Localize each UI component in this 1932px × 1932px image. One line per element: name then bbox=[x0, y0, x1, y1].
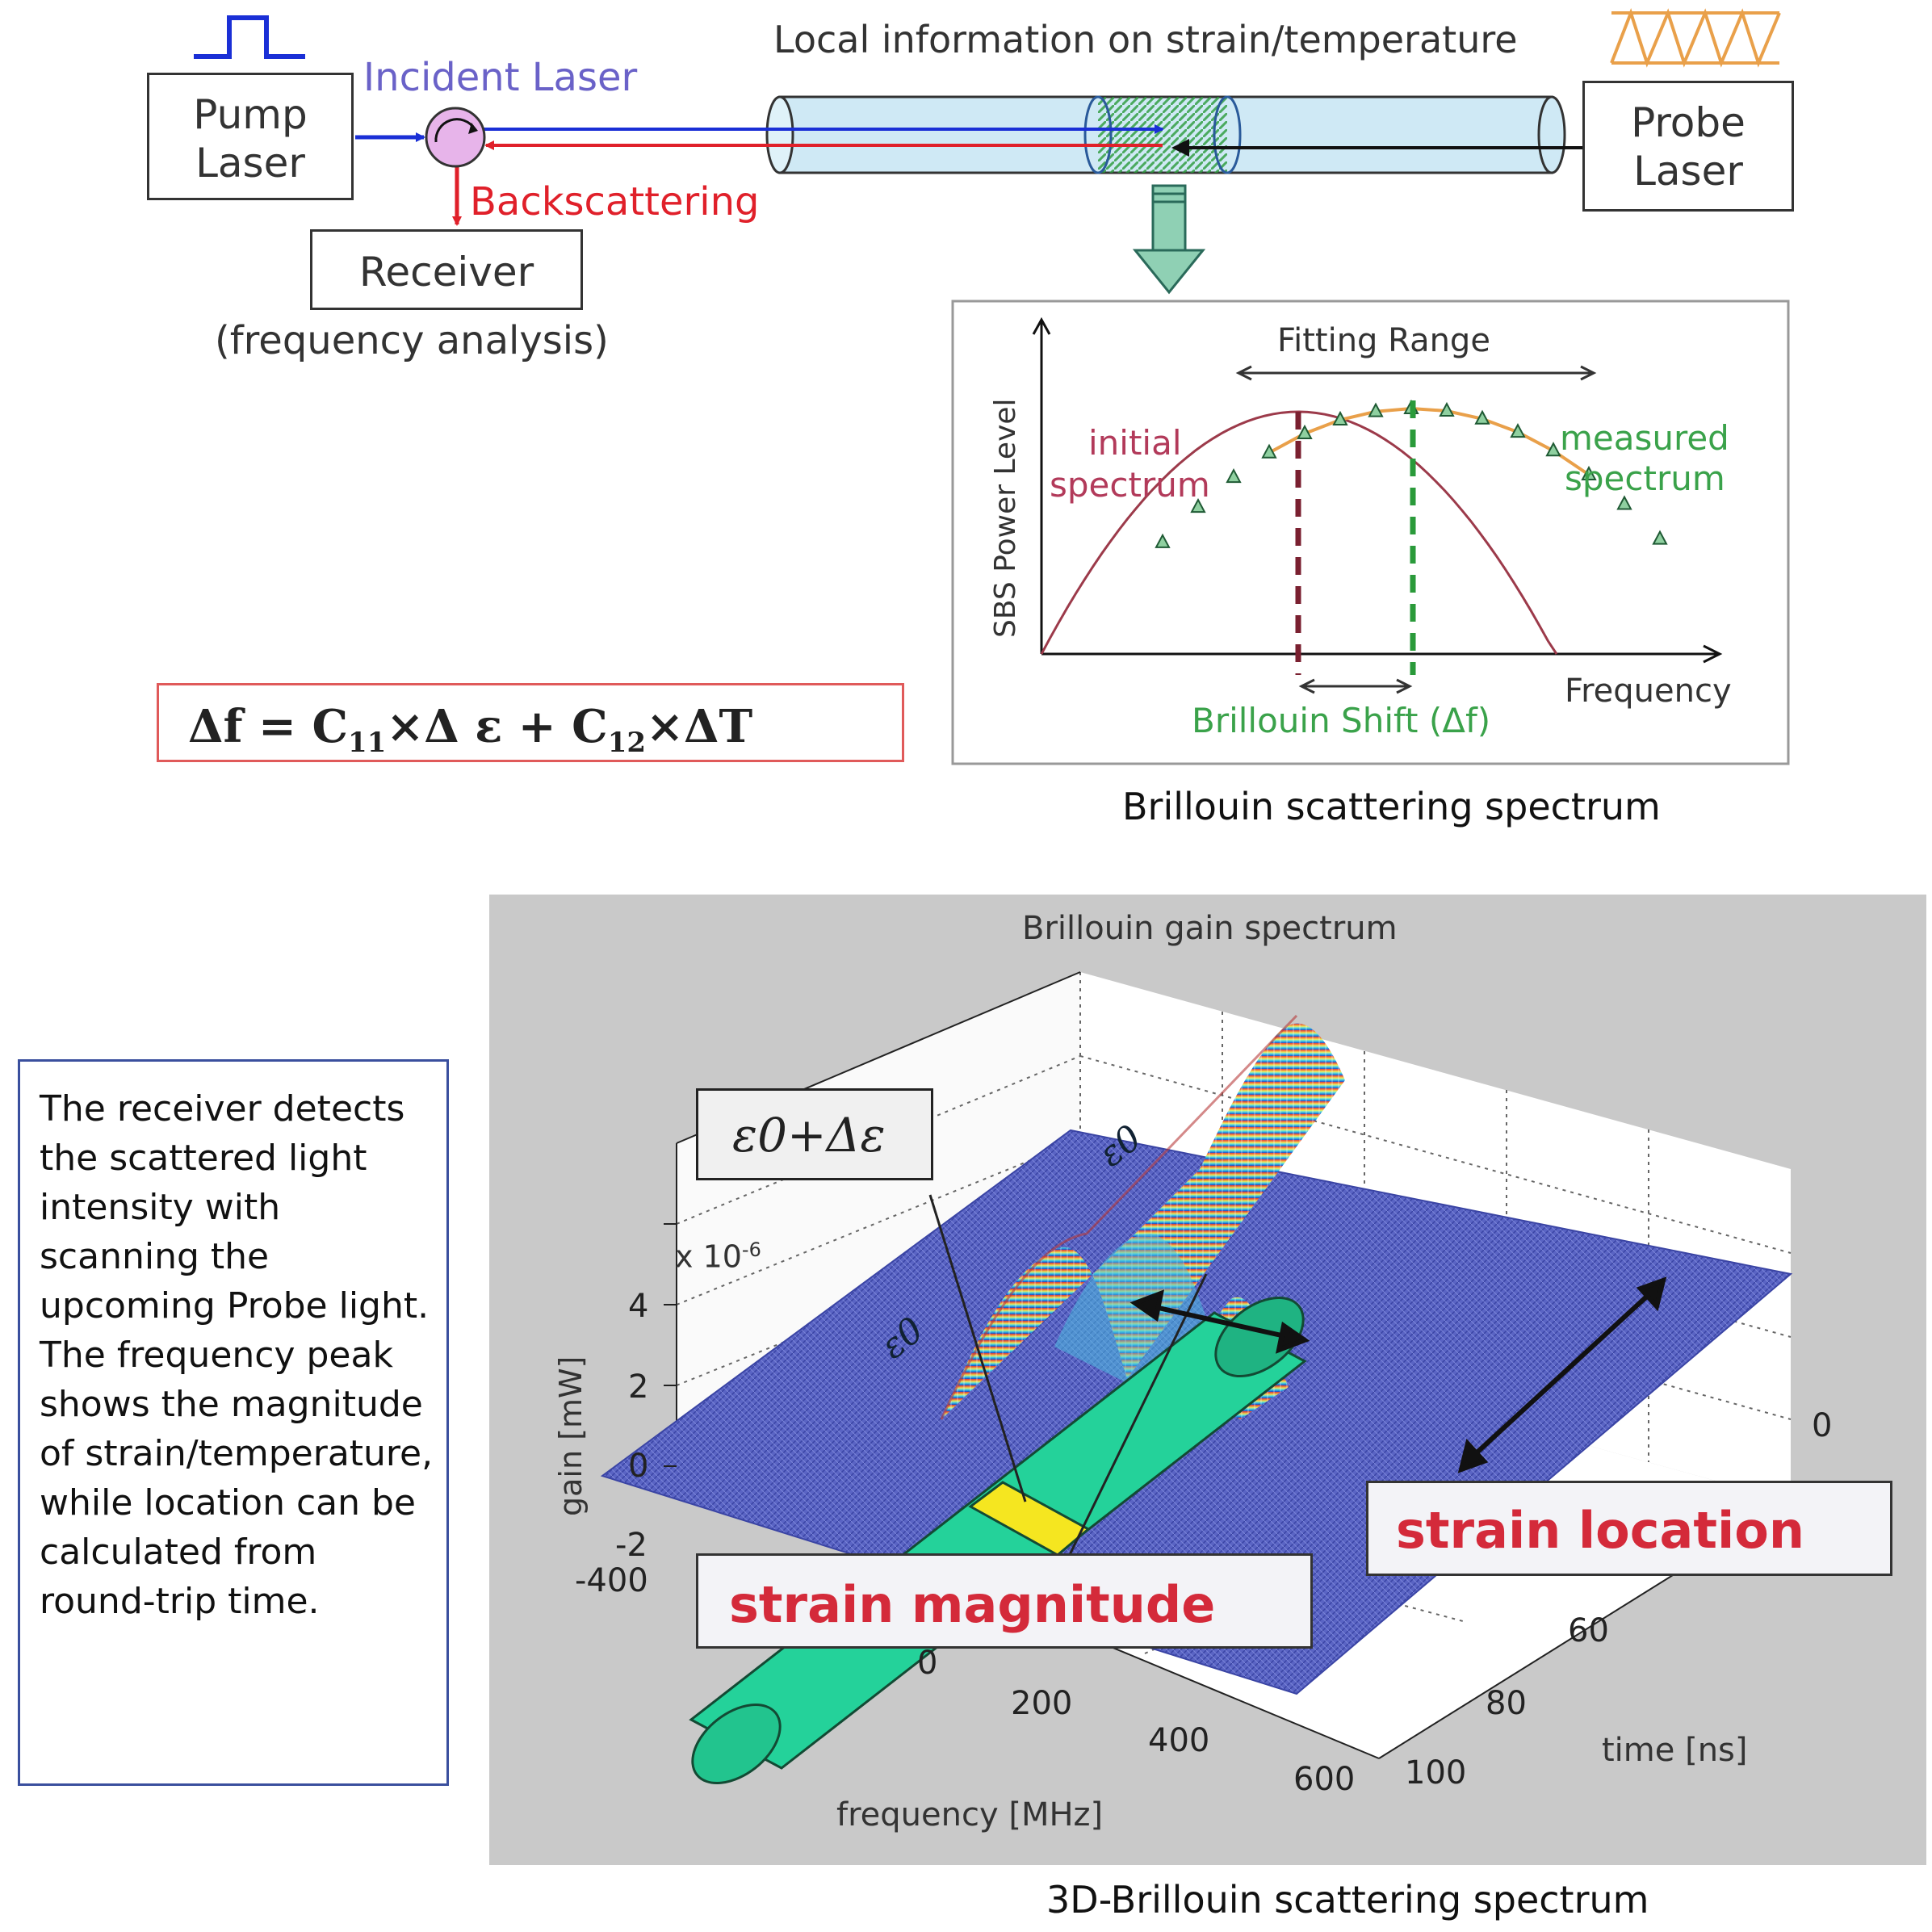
spectrum-xlabel: Frequency bbox=[1565, 673, 1732, 710]
spectrum-caption: Brillouin scattering spectrum bbox=[1122, 785, 1661, 828]
x-tick-200: 200 bbox=[1011, 1685, 1073, 1722]
plot3d-caption: 3D-Brillouin scattering spectrum bbox=[1046, 1878, 1649, 1922]
strain-magnitude-arrow bbox=[1129, 1289, 1310, 1354]
measured-spectrum-markers bbox=[1155, 399, 1668, 548]
pump-laser-box bbox=[147, 73, 354, 200]
probe-sawtooth-icon bbox=[1610, 8, 1781, 68]
receiver-box bbox=[310, 229, 583, 310]
measured-marker bbox=[1368, 402, 1384, 417]
description-box: The receiver detects the scattered light… bbox=[18, 1059, 449, 1786]
receiver-label: Receiver bbox=[358, 249, 534, 295]
optical-fiber-cylinder bbox=[765, 95, 1566, 174]
header-local-info: Local information on strain/temperature bbox=[773, 18, 1518, 61]
measured-marker bbox=[1297, 424, 1313, 439]
strain-location-arrow bbox=[1457, 1276, 1667, 1473]
measured-marker bbox=[1226, 467, 1242, 484]
gain-peak-unstrained bbox=[941, 1023, 1345, 1419]
measured-spectrum-curve bbox=[1268, 406, 1590, 476]
receiver-note: (frequency analysis) bbox=[215, 318, 609, 363]
strain-magnitude-box: strain magnitude bbox=[696, 1553, 1313, 1649]
t-axis-label: time [ns] bbox=[1602, 1732, 1748, 1769]
measured-marker bbox=[1652, 530, 1668, 545]
backscattering-label: Backscattering bbox=[470, 179, 760, 224]
measured-marker bbox=[1261, 443, 1277, 459]
description-text: The receiver detects the scattered light… bbox=[40, 1088, 434, 1622]
strain-location-box: strain location bbox=[1366, 1481, 1892, 1576]
plot3d-scale-label: x 10-6 bbox=[675, 1238, 761, 1275]
plot3d-title: Brillouin gain spectrum bbox=[1022, 910, 1398, 947]
x-tick-400: 400 bbox=[1148, 1722, 1210, 1759]
brillouin-shift-arrow bbox=[1298, 678, 1413, 694]
brillouin-shift-formula: Δf = C11×Δ ε + C12×ΔT bbox=[188, 700, 753, 760]
z-tick-4: 4 bbox=[628, 1288, 649, 1325]
x-tick-0: 0 bbox=[917, 1645, 938, 1682]
measured-marker bbox=[1581, 465, 1597, 481]
circulator-icon bbox=[425, 107, 486, 168]
x-axis-label: frequency [MHz] bbox=[836, 1796, 1104, 1834]
fitting-range-label: Fitting Range bbox=[1277, 322, 1490, 359]
measured-spectrum-label-2: spectrum bbox=[1565, 459, 1725, 498]
brillouin-shift-formula-box: Δf = C11×Δ ε + C12×ΔT bbox=[157, 683, 904, 762]
fiber-sensing-schematic bbox=[194, 8, 1790, 765]
z-tick-0: 0 bbox=[628, 1448, 649, 1485]
measured-marker bbox=[1332, 410, 1348, 425]
down-arrow-icon bbox=[1132, 184, 1206, 295]
probe-laser-box bbox=[1582, 81, 1794, 212]
measured-marker bbox=[1439, 401, 1455, 417]
measured-marker bbox=[1474, 409, 1490, 425]
pump-laser-label: Pump Laser bbox=[193, 91, 308, 186]
t-tick-100: 100 bbox=[1405, 1754, 1467, 1792]
measured-marker bbox=[1510, 423, 1526, 438]
strain-location-label: strain location bbox=[1396, 1501, 1804, 1560]
incident-laser-label: Incident Laser bbox=[363, 55, 638, 100]
strain-value-label: ε0+Δε bbox=[732, 1108, 886, 1163]
initial-spectrum-label-1: initial bbox=[1088, 423, 1182, 463]
z-tick-2: 2 bbox=[628, 1368, 649, 1406]
t-tick-0: 0 bbox=[1812, 1407, 1833, 1444]
fitting-range-arrow bbox=[1235, 365, 1597, 381]
probe-laser-label: Probe Laser bbox=[1631, 99, 1746, 195]
t-tick-60: 60 bbox=[1568, 1612, 1609, 1649]
strained-fiber-icon bbox=[689, 1296, 1307, 1785]
x-tick-600: 600 bbox=[1293, 1761, 1356, 1798]
z-axis-label: gain [mW] bbox=[553, 1356, 589, 1516]
initial-spectrum-label-2: spectrum bbox=[1050, 465, 1210, 505]
spectrum-ylabel: SBS Power Level bbox=[989, 398, 1022, 638]
strain-magnitude-label: strain magnitude bbox=[729, 1575, 1216, 1634]
brillouin-gain-3d-plot bbox=[489, 895, 1926, 1865]
z-tick-neg2: -2 bbox=[615, 1527, 647, 1564]
measured-marker bbox=[1545, 442, 1561, 457]
measured-marker bbox=[1155, 533, 1171, 548]
measured-marker bbox=[1190, 498, 1206, 513]
x-tick-neg400: -400 bbox=[575, 1562, 648, 1599]
strain-value-box: ε0+Δε bbox=[696, 1088, 933, 1180]
plot3d-ticks bbox=[664, 1223, 677, 1467]
pump-pulse-icon bbox=[194, 15, 305, 59]
brillouin-shift-label: Brillouin Shift (Δf) bbox=[1192, 701, 1491, 740]
measured-marker bbox=[1616, 495, 1632, 510]
t-tick-80: 80 bbox=[1486, 1685, 1527, 1722]
measured-spectrum-label-1: measured bbox=[1560, 418, 1729, 458]
